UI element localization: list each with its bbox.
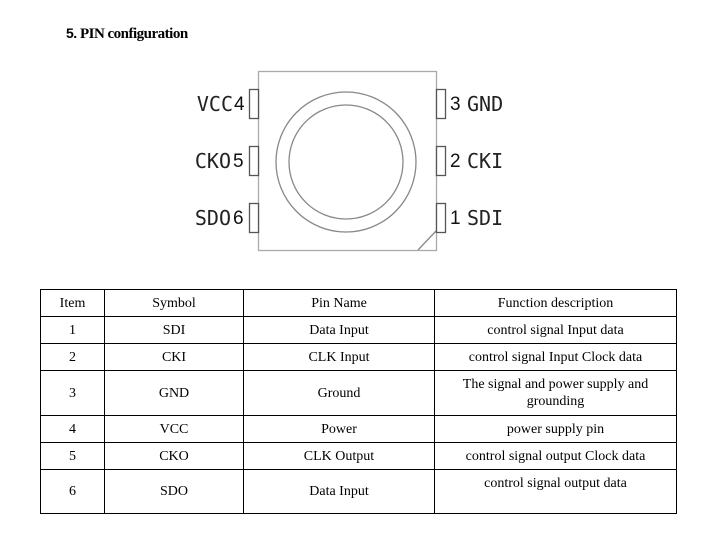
cell-function-text: control signal output data [484,476,627,491]
cell-symbol: GND [104,370,244,416]
cell-item: 1 [40,316,105,344]
pin-label-sdo: SDO [195,206,231,230]
cell-function: power supply pin [434,415,677,443]
cell-symbol: CKO [104,442,244,470]
cell-symbol: VCC [104,415,244,443]
cell-item: 3 [40,370,105,416]
pin-pad-3 [435,88,447,120]
cell-function: control signal output data [434,469,677,514]
section-title: PIN configuration [79,26,188,42]
header-function: Function description [434,289,677,317]
package-outline [257,70,438,252]
pin-number-1: 1 [450,208,461,229]
pin-number-5: 5 [233,151,244,172]
pin-label-sdi: SDI [467,206,503,230]
cell-function: The signal and power supply and groundin… [434,370,677,416]
cell-pin-name: Ground [243,370,435,416]
pin-number-6: 6 [233,208,244,229]
cell-pin-name: Data Input [243,469,435,514]
pin-pad-2 [435,145,447,177]
pin-pad-5 [248,145,260,177]
table-row: 5 CKO CLK Output control signal output C… [40,442,677,470]
cell-item: 2 [40,343,105,371]
cell-item: 4 [40,415,105,443]
header-pin-name: Pin Name [243,289,435,317]
cell-symbol: CKI [104,343,244,371]
cell-item: 6 [40,469,105,514]
cell-pin-name: Power [243,415,435,443]
table-row: 4 VCC Power power supply pin [40,415,677,443]
pin-number-3: 3 [450,94,461,115]
header-item: Item [40,289,105,317]
pin-label-cko: CKO [195,149,231,173]
pin-table: Item Symbol Pin Name Function descriptio… [40,289,677,514]
cell-pin-name: CLK Input [243,343,435,371]
section-heading: 5. PIN configuration [66,25,188,43]
pin-diagram: VCC 4 CKO 5 SDO 6 3 GND 2 CKI 1 SDI [195,70,503,252]
cell-function: control signal output Clock data [434,442,677,470]
cell-function: control signal Input data [434,316,677,344]
cell-symbol: SDO [104,469,244,514]
pin-number-2: 2 [450,151,461,172]
pin-pad-4 [248,88,260,120]
cell-function: control signal Input Clock data [434,343,677,371]
table-row: 1 SDI Data Input control signal Input da… [40,316,677,344]
pin-label-cki: CKI [467,149,503,173]
cell-pin-name: CLK Output [243,442,435,470]
lens-outer-circle [275,91,417,233]
pin-label-vcc: VCC [197,92,233,116]
table-header-row: Item Symbol Pin Name Function descriptio… [40,289,677,317]
pin-number-4: 4 [234,94,245,115]
pin-pad-1 [435,202,447,234]
pin-pad-6 [248,202,260,234]
cell-item: 5 [40,442,105,470]
pin-label-gnd: GND [467,92,503,116]
lens-inner-circle [288,104,404,220]
table-row: 2 CKI CLK Input control signal Input Clo… [40,343,677,371]
section-number: 5. [66,25,77,41]
table-row: 3 GND Ground The signal and power supply… [40,370,677,416]
pin1-chamfer-marker [417,230,437,251]
cell-pin-name: Data Input [243,316,435,344]
table-row: 6 SDO Data Input control signal output d… [40,469,677,514]
cell-symbol: SDI [104,316,244,344]
header-symbol: Symbol [104,289,244,317]
